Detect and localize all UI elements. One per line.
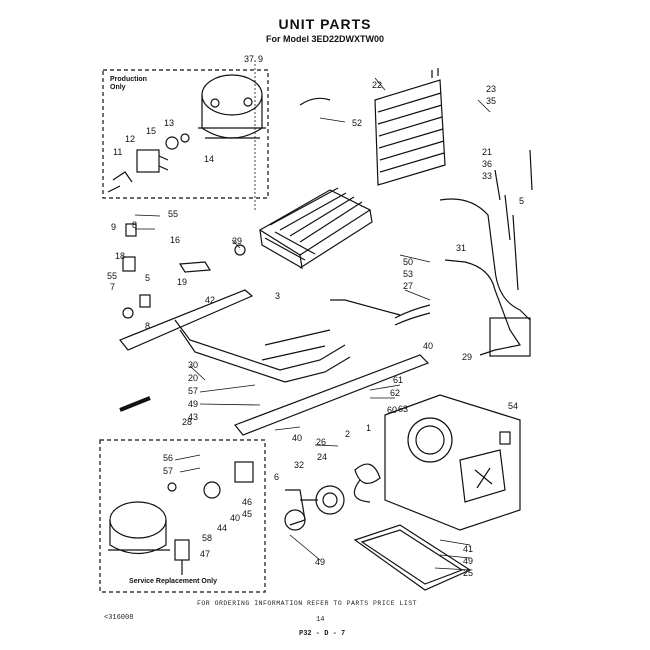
callout-40: 40 bbox=[423, 341, 433, 351]
callout-14: 14 bbox=[204, 154, 214, 164]
callout-31: 31 bbox=[456, 243, 466, 253]
callout-40: 40 bbox=[292, 433, 302, 443]
callout-42: 42 bbox=[205, 295, 215, 305]
callout-16: 16 bbox=[170, 235, 180, 245]
callout-12: 12 bbox=[125, 134, 135, 144]
callout-5: 5 bbox=[519, 196, 524, 206]
callout-33: 33 bbox=[482, 171, 492, 181]
callout-49: 49 bbox=[315, 557, 325, 567]
callout-8: 8 bbox=[132, 220, 137, 230]
leader-lines bbox=[134, 60, 491, 571]
production-only-box bbox=[102, 69, 269, 199]
callout-6: 6 bbox=[274, 472, 279, 482]
callout-28: 28 bbox=[182, 417, 192, 427]
compressor-service bbox=[108, 501, 170, 555]
callout-36: 36 bbox=[482, 159, 492, 169]
callout-37: 37 bbox=[244, 54, 254, 64]
fan-motor-assembly bbox=[284, 463, 381, 531]
callout-52: 52 bbox=[352, 118, 362, 128]
callout-54: 54 bbox=[508, 401, 518, 411]
callout-32: 32 bbox=[294, 460, 304, 470]
callout-23: 23 bbox=[486, 84, 496, 94]
relay-parts-production bbox=[107, 133, 190, 193]
callout-9: 9 bbox=[258, 54, 263, 64]
model-prefix: For Model bbox=[265, 34, 309, 44]
callout-8: 8 bbox=[145, 321, 150, 331]
drain-pan bbox=[353, 524, 472, 591]
callout-40: 40 bbox=[230, 513, 240, 523]
callout-25: 25 bbox=[463, 568, 473, 578]
callout-56: 56 bbox=[163, 453, 173, 463]
callout-35: 35 bbox=[486, 96, 496, 106]
callout-45: 45 bbox=[242, 509, 252, 519]
callout-15: 15 bbox=[146, 126, 156, 136]
callout-13: 13 bbox=[164, 118, 174, 128]
callout-57: 57 bbox=[163, 466, 173, 476]
service-relay-parts bbox=[167, 461, 254, 575]
callout-9: 9 bbox=[111, 222, 116, 232]
callout-21: 21 bbox=[482, 147, 492, 157]
production-only-label: Production Only bbox=[110, 76, 147, 91]
callout-7: 7 bbox=[110, 282, 115, 292]
callout-41: 41 bbox=[463, 544, 473, 554]
callout-49: 49 bbox=[463, 556, 473, 566]
callout-39: 39 bbox=[232, 236, 242, 246]
callout-11: 11 bbox=[113, 147, 122, 157]
compressor-production bbox=[198, 74, 266, 139]
evaporator-coil bbox=[258, 187, 373, 270]
callout-19: 19 bbox=[177, 277, 187, 287]
callout-18: 18 bbox=[115, 251, 125, 261]
model-line: For Model 3ED22DWXTW00 bbox=[0, 34, 650, 44]
callout-27: 27 bbox=[403, 281, 413, 291]
drawing-code: <316008 bbox=[104, 614, 134, 622]
callout-57: 57 bbox=[188, 386, 198, 396]
callout-60: 60 bbox=[387, 405, 397, 415]
service-replacement-label: Service Replacement Only bbox=[129, 578, 217, 585]
callout-26: 26 bbox=[316, 437, 326, 447]
callout-47: 47 bbox=[200, 549, 210, 559]
loose-parts bbox=[119, 97, 511, 445]
callout-63: 63 bbox=[398, 404, 408, 414]
callout-30: 30 bbox=[188, 360, 198, 370]
callout-22: 22 bbox=[372, 80, 382, 90]
callout-55: 55 bbox=[168, 209, 178, 219]
page-number: 14 bbox=[316, 616, 325, 624]
callout-58: 58 bbox=[202, 533, 212, 543]
callout-3: 3 bbox=[275, 291, 280, 301]
model-number: 3ED22DWXTW00 bbox=[311, 34, 385, 44]
fan-shroud bbox=[384, 394, 521, 531]
service-replacement-box bbox=[99, 439, 266, 593]
condenser-coil bbox=[374, 68, 446, 186]
callout-61: 61 bbox=[393, 375, 403, 385]
ordering-note: FOR ORDERING INFORMATION REFER TO PARTS … bbox=[197, 600, 418, 607]
callout-24: 24 bbox=[317, 452, 327, 462]
callout-1: 1 bbox=[366, 423, 371, 433]
callout-29: 29 bbox=[462, 352, 472, 362]
callout-62: 62 bbox=[390, 388, 400, 398]
callout-44: 44 bbox=[217, 523, 227, 533]
callout-46: 46 bbox=[242, 497, 252, 507]
callout-55: 55 bbox=[107, 271, 117, 281]
callout-20: 20 bbox=[188, 373, 198, 383]
tubing-right bbox=[439, 149, 533, 357]
callout-50: 50 bbox=[403, 257, 413, 267]
callout-5: 5 bbox=[145, 273, 150, 283]
page-title: UNIT PARTS bbox=[278, 16, 372, 32]
figure-code: P32 - D - 7 bbox=[299, 630, 346, 638]
callout-49: 49 bbox=[188, 399, 198, 409]
callout-53: 53 bbox=[403, 269, 413, 279]
base-frame bbox=[119, 289, 430, 436]
callout-2: 2 bbox=[345, 429, 350, 439]
callout-43: 43 bbox=[188, 412, 198, 422]
